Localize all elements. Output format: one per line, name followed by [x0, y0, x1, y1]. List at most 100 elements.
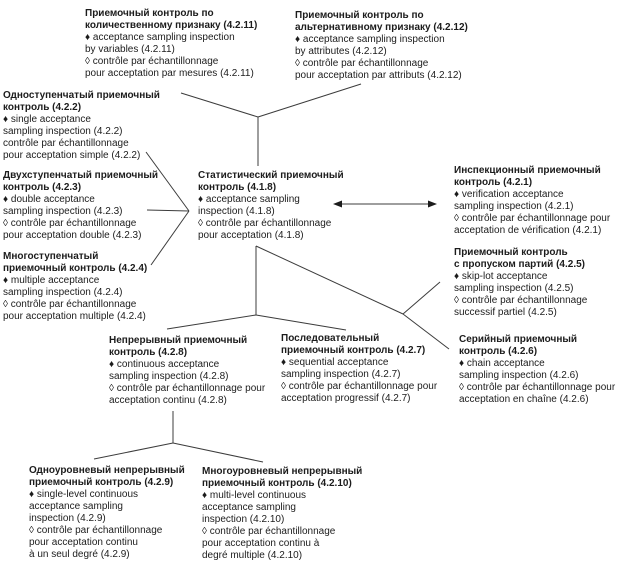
term-en-line: sampling inspection (4.2.1): [454, 201, 574, 212]
term-en-line: sampling inspection (4.2.8): [109, 371, 229, 382]
term-en-line: by variables (4.2.11): [85, 44, 175, 55]
term-fr-line: acceptation en chaîne (4.2.6): [459, 394, 589, 405]
term-en-line: sampling inspection (4.2.3): [3, 206, 123, 217]
term-en-line: ♦ single acceptance: [3, 114, 91, 125]
term-en-line: ♦ acceptance sampling inspection: [295, 34, 445, 45]
term-fr-line: à un seul degré (4.2.9): [29, 549, 130, 560]
term-fr-line: pour acceptation double (4.2.3): [3, 230, 142, 241]
term-ru-line: приемочный контроль (4.2.7): [281, 345, 426, 356]
term-fr-line: pour acceptation continu à: [202, 538, 320, 549]
connector-to-428: [166, 314, 257, 330]
term-ru-line: контроль (4.1.8): [198, 182, 277, 193]
term-fr-line: pour acceptation par attributs (4.2.12): [295, 70, 462, 81]
connector-422-to-418: [145, 151, 190, 212]
term-ru-line: с пропуском партий (4.2.5): [454, 259, 585, 270]
connector-418-to-right-junction: [255, 245, 404, 315]
term-en-line: ♦ double acceptance: [3, 194, 95, 205]
term-en-line: sampling inspection (4.2.6): [459, 370, 579, 381]
term-en-line: ♦ multiple acceptance: [3, 275, 100, 286]
term-ru-line: альтернативному признаку (4.2.12): [295, 22, 468, 33]
term-ru-line: количественному признаку (4.2.11): [85, 20, 258, 31]
term-fr-line: acceptation continu (4.2.8): [109, 395, 227, 406]
node-4-1-8-statistical-acceptance-central: Статистический приемочный контроль (4.1.…: [198, 170, 344, 242]
term-fr-line: ◊ contrôle par échantillonnage pour: [281, 381, 438, 392]
node-4-2-11-inspection-by-variables: Приемочный контроль по количественному п…: [85, 8, 257, 80]
term-en-line: ♦ chain acceptance: [459, 358, 545, 369]
term-ru-line: Многоуровневый непрерывный: [202, 466, 363, 477]
arrowhead-left: [333, 200, 342, 208]
term-ru-line: Инспекционный приемочный: [454, 165, 601, 176]
term-ru-line: Непрерывный приемочный: [109, 335, 248, 346]
term-ru-line: контроль (4.2.8): [109, 347, 188, 358]
node-4-2-10-multi-level-continuous: Многоуровневый непрерывный приемочный ко…: [202, 466, 362, 562]
term-ru-line: контроль (4.2.1): [454, 177, 533, 188]
connector-to-4210: [172, 442, 264, 463]
term-ru-line: контроль (4.2.3): [3, 182, 82, 193]
term-fr-line: ◊ contrôle par échantillonnage: [198, 218, 332, 229]
term-ru-line: Серийный приемочный: [459, 334, 578, 345]
term-en-line: ♦ multi-level continuous: [202, 490, 307, 501]
node-4-2-6-chain-sampling: Серийный приемочный контроль (4.2.6) ♦ c…: [459, 334, 615, 406]
term-fr-line: ◊ contrôle par échantillonnage pour: [109, 383, 266, 394]
node-4-2-2-single-sampling: Одноступенчатый приемочный контроль (4.2…: [3, 90, 160, 162]
term-en-line: sampling inspection (4.2.2): [3, 126, 123, 137]
term-ru-line: приемочный контроль (4.2.9): [29, 477, 174, 488]
term-ru-line: приемочный контроль (4.2.4): [3, 263, 148, 274]
term-fr-line: acceptation de vérification (4.2.1): [454, 225, 602, 236]
node-4-2-5-skip-lot: Приемочный контроль с пропуском партий (…: [454, 247, 587, 319]
term-en-line: ♦ skip-lot acceptance: [454, 271, 548, 282]
connector-to-426: [402, 313, 450, 350]
arrowhead-right: [428, 200, 437, 208]
node-4-2-12-inspection-by-attributes: Приемочный контроль по альтернативному п…: [295, 10, 468, 82]
node-4-2-7-sequential-sampling: Последовательный приемочный контроль (4.…: [281, 333, 437, 405]
term-ru-line: Приемочный контроль по: [295, 10, 424, 21]
term-fr-line: successif partiel (4.2.5): [454, 307, 557, 318]
term-fr-line: ◊ contrôle par échantillonnage pour: [459, 382, 616, 393]
connector-to-427: [255, 314, 347, 331]
term-en-line: inspection (4.2.10): [202, 514, 285, 525]
term-en-line: acceptance sampling: [202, 502, 296, 513]
term-fr-line: ◊ contrôle par échantillonnage pour: [454, 213, 611, 224]
connector-4212-to-junction: [257, 83, 362, 118]
term-en-line: sampling inspection (4.2.7): [281, 369, 401, 380]
term-fr-line: pour acceptation multiple (4.2.4): [3, 311, 146, 322]
term-en-line: sampling inspection (4.2.5): [454, 283, 574, 294]
term-ru-line: Статистический приемочный: [198, 170, 344, 181]
term-ru-line: Двухступенчатый приемочный: [3, 170, 159, 181]
term-fr-line: ◊ contrôle par échantillonnage: [295, 58, 429, 69]
term-fr-line: contrôle par échantillonnage: [3, 138, 129, 149]
connector-4211-to-junction: [180, 92, 259, 118]
connector-to-425: [402, 281, 441, 315]
node-4-2-8-continuous-sampling: Непрерывный приемочный контроль (4.2.8) …: [109, 335, 265, 407]
node-4-2-4-multiple-sampling: Многоступенчатый приемочный контроль (4.…: [3, 251, 147, 323]
term-fr-line: ◊ contrôle par échantillonnage: [85, 56, 219, 67]
term-en-line: ♦ single-level continuous: [29, 489, 139, 500]
node-4-2-3-double-sampling: Двухступенчатый приемочный контроль (4.2…: [3, 170, 158, 242]
term-fr-line: pour acceptation simple (4.2.2): [3, 150, 141, 161]
term-ru-line: Одноуровневый непрерывный: [29, 465, 185, 476]
term-ru-line: Многоступенчатый: [3, 251, 99, 262]
term-fr-line: acceptation progressif (4.2.7): [281, 393, 411, 404]
term-fr-line: pour acceptation continu: [29, 537, 138, 548]
term-fr-line: ◊ contrôle par échantillonnage: [29, 525, 163, 536]
term-en-line: inspection (4.2.9): [29, 513, 106, 524]
term-ru-line: контроль (4.2.6): [459, 346, 538, 357]
connector-to-429: [93, 442, 174, 460]
term-ru-line: Одноступенчатый приемочный: [3, 90, 160, 101]
term-fr-line: ◊ contrôle par échantillonnage: [3, 299, 137, 310]
term-fr-line: ◊ contrôle par échantillonnage: [454, 295, 588, 306]
term-ru-line: Приемочный контроль по: [85, 8, 214, 19]
term-fr-line: pour acceptation par mesures (4.2.11): [85, 68, 254, 79]
term-en-line: ♦ sequential acceptance: [281, 357, 389, 368]
node-4-2-1-verification-inspection: Инспекционный приемочный контроль (4.2.1…: [454, 165, 610, 237]
term-en-line: by attributes (4.2.12): [295, 46, 387, 57]
node-4-2-9-single-level-continuous: Одноуровневый непрерывный приемочный кон…: [29, 465, 185, 561]
term-en-line: inspection (4.1.8): [198, 206, 275, 217]
term-fr-line: ◊ contrôle par échantillonnage: [202, 526, 336, 537]
term-en-line: ♦ continuous acceptance: [109, 359, 220, 370]
term-en-line: ♦ acceptance sampling: [198, 194, 300, 205]
term-fr-line: ◊ contrôle par échantillonnage: [3, 218, 137, 229]
term-ru-line: контроль (4.2.2): [3, 102, 82, 113]
